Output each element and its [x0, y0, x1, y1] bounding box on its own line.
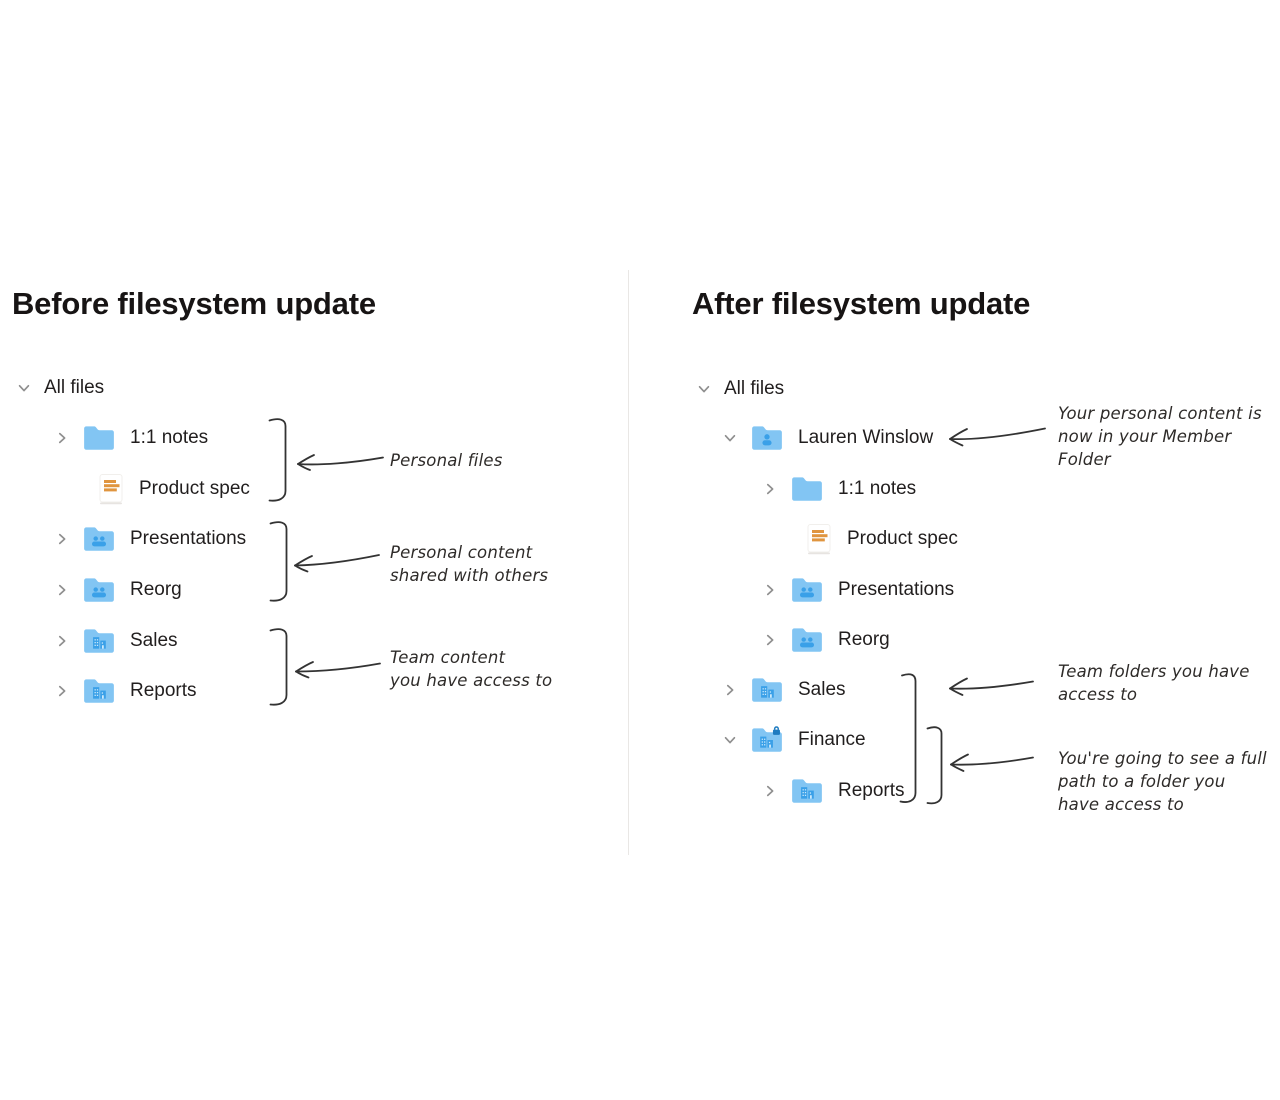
chevron-down-icon[interactable]	[16, 380, 32, 396]
tree-item-label: Presentations	[130, 528, 247, 549]
chevron-right-icon[interactable]	[54, 582, 70, 598]
chevron-right-icon[interactable]	[762, 783, 778, 799]
paper-doc-icon	[97, 473, 125, 505]
arrow-team-content	[295, 661, 381, 679]
tree-item-1-1-notes[interactable]: 1:1 notes	[762, 473, 916, 505]
folder-icon	[82, 423, 116, 453]
tree-item-sales[interactable]: Sales	[722, 674, 846, 706]
annotation-full-path: You're going to see a full path to a fol…	[1058, 749, 1267, 814]
arrow-team-folders	[949, 677, 1034, 696]
tree-item-label: Presentations	[838, 579, 955, 600]
annotation-team-content: Team content you have access to	[390, 648, 553, 690]
tree-item-label: Sales	[798, 679, 846, 700]
chevron-right-icon[interactable]	[54, 531, 70, 547]
folder-icon	[790, 474, 824, 504]
bracket-personal-shared	[269, 521, 288, 602]
tree-item-reorg[interactable]: Reorg	[762, 624, 890, 656]
team-folder-icon	[790, 776, 824, 806]
team-folder-icon	[82, 676, 116, 706]
member-folder-icon	[750, 423, 784, 453]
tree-item-label: 1:1 notes	[838, 478, 917, 499]
tree-root-label: All files	[44, 377, 105, 398]
chevron-right-icon[interactable]	[54, 430, 70, 446]
tree-item-label: 1:1 notes	[130, 427, 209, 448]
shared-folder-icon	[82, 575, 116, 605]
tree-item-label: Reorg	[838, 629, 890, 650]
chevron-right-icon[interactable]	[54, 633, 70, 649]
locked-team-folder-icon	[750, 725, 784, 755]
tree-item-label: Product spec	[139, 478, 250, 499]
annotation-personal-files: Personal files	[390, 451, 503, 470]
annotation-team-folders: Team folders you have access to	[1058, 662, 1250, 704]
tree-item-label: Reorg	[130, 579, 182, 600]
chevron-down-icon[interactable]	[696, 381, 712, 397]
tree-item-label: Product spec	[847, 528, 958, 549]
team-folder-icon	[750, 675, 784, 705]
tree-item-reorg[interactable]: Reorg	[54, 574, 182, 606]
shared-folder-icon	[790, 625, 824, 655]
tree-item-label: Reports	[838, 780, 905, 801]
tree-item-finance[interactable]: Finance	[722, 724, 866, 756]
chevron-right-icon[interactable]	[762, 632, 778, 648]
arrow-personal-shared	[294, 554, 380, 573]
arrow-personal-files	[297, 454, 384, 471]
tree-item-product-spec[interactable]: Product spec	[54, 473, 250, 505]
chevron-right-icon[interactable]	[762, 582, 778, 598]
annotation-member-folder: Your personal content is now in your Mem…	[1058, 404, 1262, 469]
bracket-full-path	[926, 726, 943, 805]
tree-root-all-files[interactable]: All files	[696, 373, 784, 405]
annotation-personal-shared: Personal content shared with others	[390, 543, 549, 585]
tree-root-label: All files	[724, 378, 785, 399]
chevron-right-icon[interactable]	[762, 481, 778, 497]
arrow-member-folder	[949, 427, 1046, 447]
chevron-right-icon[interactable]	[54, 683, 70, 699]
chevron-down-icon[interactable]	[722, 732, 738, 748]
before-title: Before filesystem update	[12, 286, 376, 321]
tree-root-all-files[interactable]: All files	[16, 372, 104, 404]
tree-item-label: Lauren Winslow	[798, 427, 934, 448]
bracket-personal-files	[268, 418, 287, 502]
tree-item-lauren-winslow[interactable]: Lauren Winslow	[722, 422, 933, 454]
shared-folder-icon	[790, 575, 824, 605]
tree-item-presentations[interactable]: Presentations	[762, 574, 954, 606]
tree-item-product-spec[interactable]: Product spec	[762, 523, 958, 555]
tree-item-label: Sales	[130, 630, 178, 651]
arrow-full-path	[950, 753, 1034, 772]
tree-item-label: Reports	[130, 680, 197, 701]
paper-doc-icon	[805, 523, 833, 555]
panel-divider	[628, 270, 629, 855]
tree-item-reports[interactable]: Reports	[54, 675, 197, 707]
tree-item-sales[interactable]: Sales	[54, 625, 178, 657]
after-title: After filesystem update	[692, 286, 1031, 321]
team-folder-icon	[82, 626, 116, 656]
tree-item-reports[interactable]: Reports	[762, 775, 905, 807]
tree-item-presentations[interactable]: Presentations	[54, 523, 246, 555]
bracket-team-content	[269, 628, 288, 706]
tree-item-label: Finance	[798, 729, 866, 750]
chevron-right-icon[interactable]	[722, 682, 738, 698]
tree-item-1-1-notes[interactable]: 1:1 notes	[54, 422, 208, 454]
chevron-down-icon[interactable]	[722, 430, 738, 446]
shared-folder-icon	[82, 524, 116, 554]
